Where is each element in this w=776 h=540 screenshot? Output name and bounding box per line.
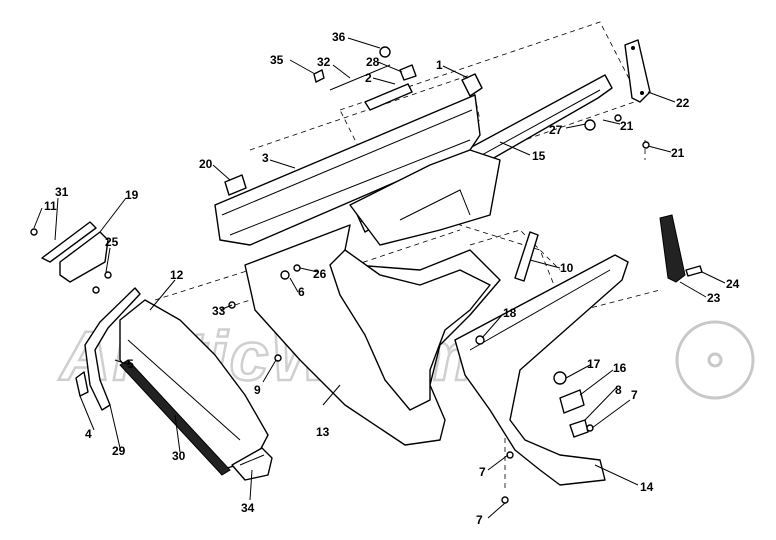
- callout-6: 6: [298, 285, 305, 299]
- callout-25: 25: [105, 235, 119, 249]
- part-24-pin: [685, 265, 703, 277]
- part-35-screw: [313, 69, 325, 83]
- callout-33: 33: [212, 304, 226, 318]
- callout-8: 8: [615, 383, 622, 397]
- part-27-nut: [584, 119, 596, 131]
- part-36-connector: [379, 46, 391, 58]
- callout-10: 10: [560, 261, 574, 275]
- callouts: 1 2 3 4 5 6 7 7 7 8 9 10 11 12 13 14 15 …: [44, 30, 740, 527]
- part-5-trim-rail: [84, 287, 141, 411]
- callout-17: 17: [587, 357, 601, 371]
- part-31-bracket: [41, 221, 97, 263]
- callout-9: 9: [254, 383, 261, 397]
- part-8-latch: [569, 419, 589, 438]
- part-seat-shell: [349, 149, 501, 246]
- callout-36: 36: [332, 30, 346, 44]
- part-14-skirt: [454, 254, 629, 486]
- callout-22: 22: [676, 96, 690, 110]
- part-20-plate: [224, 174, 247, 196]
- part-10-strap: [514, 231, 539, 282]
- callout-24: 24: [726, 277, 740, 291]
- callout-11: 11: [44, 199, 57, 213]
- callout-3: 3: [262, 151, 269, 165]
- part-16-hinge: [559, 389, 585, 414]
- callout-35: 35: [270, 53, 284, 67]
- watermark-hub: [707, 352, 723, 368]
- callout-21b: 21: [671, 146, 685, 160]
- callout-21a: 21: [620, 119, 634, 133]
- part-1-clip: [461, 73, 483, 97]
- callout-26: 26: [313, 267, 327, 281]
- callout-27: 27: [549, 123, 563, 137]
- callout-28: 28: [366, 55, 380, 69]
- part-32-cable: [329, 64, 391, 91]
- callout-18: 18: [503, 306, 517, 320]
- callout-7b: 7: [476, 513, 483, 527]
- part-4-clip: [75, 371, 89, 397]
- watermark-wheel: [675, 320, 755, 400]
- callout-16: 16: [613, 361, 627, 375]
- callout-29: 29: [112, 444, 126, 458]
- callout-1: 1: [436, 58, 443, 72]
- callout-30: 30: [172, 449, 186, 463]
- callout-19: 19: [125, 188, 139, 202]
- callout-7a: 7: [479, 465, 486, 479]
- part-22-bracket: [624, 39, 651, 103]
- callout-13: 13: [316, 425, 330, 439]
- part-28-connector: [399, 64, 417, 81]
- callout-14: 14: [640, 480, 654, 494]
- leader-lines: [33, 37, 726, 519]
- callout-7c: 7: [631, 388, 638, 402]
- callout-12: 12: [170, 268, 184, 282]
- callout-15: 15: [532, 149, 546, 163]
- callout-4: 4: [85, 427, 92, 441]
- callout-2: 2: [365, 71, 372, 85]
- callout-34: 34: [241, 501, 255, 515]
- callout-31: 31: [55, 185, 69, 199]
- callout-20: 20: [199, 157, 213, 171]
- part-34-endcap: [231, 447, 273, 481]
- callout-32: 32: [317, 55, 331, 69]
- callout-23: 23: [707, 291, 721, 305]
- part-13-hood-body: [244, 224, 501, 446]
- part-23-handle: [659, 214, 686, 283]
- callout-5: 5: [127, 357, 134, 371]
- part-17-knob: [553, 371, 567, 385]
- part-2-bracket: [364, 83, 413, 111]
